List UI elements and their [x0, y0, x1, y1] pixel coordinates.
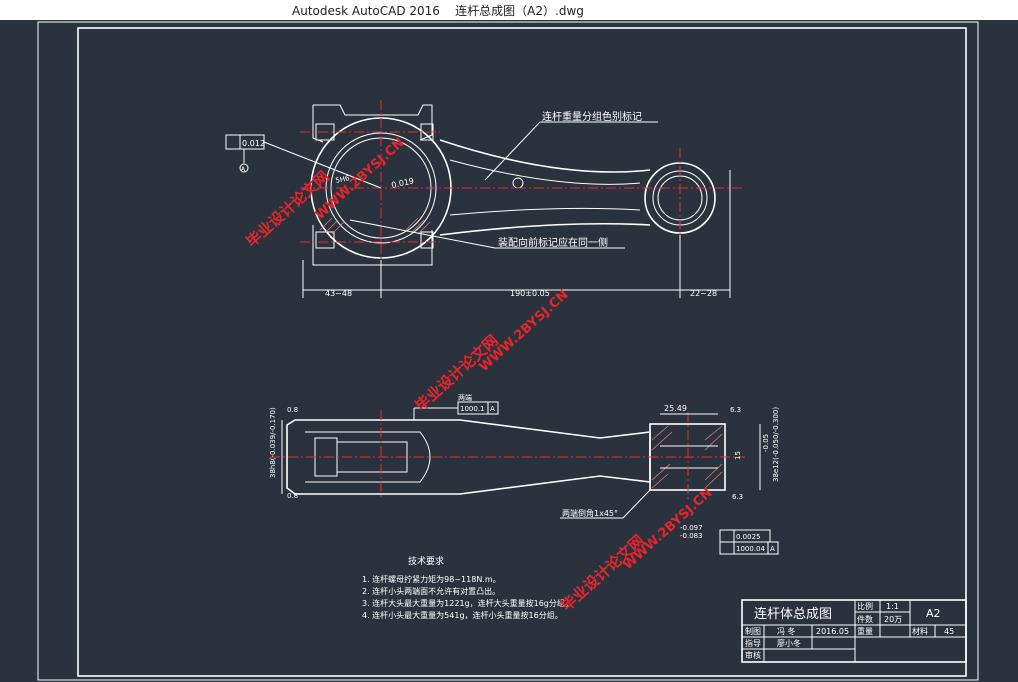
tech-title: 技术要求	[408, 555, 444, 567]
side-view: 1000.1 A 两端 38h8(-0.039/-0.170) 0.8 0.8 …	[269, 393, 780, 555]
watermark-cn-3: 毕业设计论文网	[558, 531, 648, 615]
scale-label: 比例	[857, 601, 873, 611]
tech-item-1: 1. 连杆螺母拧紧力矩为98~118N.m。	[362, 574, 501, 584]
title-block: 连杆体总成图 比例 1:1 件数 20万 A2 重量 材料 45 制图 冯 冬 …	[741, 599, 967, 663]
weight-label: 重量	[857, 626, 873, 636]
label-08-bottom: 0.8	[287, 492, 298, 500]
qty-value: 20万	[884, 615, 902, 624]
tol-perp: 1000.04	[736, 545, 765, 553]
label-08-top: 0.8	[287, 406, 298, 414]
title-bar: Autodesk AutoCAD 2016 连杆总成图（A2）.dwg	[0, 0, 1018, 20]
drawing-name: 连杆体总成图	[754, 606, 832, 622]
dim-right-height: 38e12(-0.050/-0.300)	[772, 407, 780, 482]
drafter-name: 冯 冬	[777, 626, 796, 636]
tech-item-2: 2. 连杆小头两端面不允许有对置凸出。	[362, 586, 500, 596]
note-both-ends: 两端	[458, 393, 472, 402]
drawing-canvas[interactable]: 43~48 190±0.05 22~28 连杆重量分组色别标记 装配向前标记应在…	[0, 20, 1018, 682]
dim-right-tol: -0.05	[762, 434, 770, 452]
material-label: 材料	[912, 626, 928, 636]
tech-item-4: 4. 连杆小头最大重量为541g，连杆小头重量按16分组。	[362, 610, 563, 620]
dim-left: 43~48	[325, 289, 352, 298]
guide-label: 指导	[745, 638, 761, 648]
tech-item-3: 3. 连杆大头最大重量为1221g，连杆大头重量按16g分组。	[362, 598, 573, 608]
dim-right: 22~28	[690, 289, 717, 298]
drafter-label: 制图	[745, 626, 761, 636]
sheet-inner-border	[77, 27, 967, 677]
tol-perp-datum: A	[770, 545, 775, 553]
tol-0083: -0.083	[680, 532, 703, 540]
dim-center: 190±0.05	[510, 289, 550, 298]
dim-width: 25.49	[664, 404, 687, 413]
callout-assembly-direction: 装配向前标记应在同一侧	[498, 236, 608, 249]
label-63-top: 6.3	[730, 406, 741, 414]
dim-left-height: 38h8(-0.039/-0.170)	[269, 407, 277, 478]
tol-frame-left-datum: A	[241, 166, 246, 173]
sheet-outer-border	[37, 21, 979, 681]
label-63-bottom: 6.3	[732, 493, 743, 501]
chamfer-note: 两端倒角1x45°	[562, 508, 618, 518]
cad-drawing: 43~48 190±0.05 22~28 连杆重量分组色别标记 装配向前标记应在…	[37, 21, 979, 681]
guide-name: 廖小冬	[777, 638, 801, 648]
dim-center-small: 15	[734, 451, 742, 460]
tol-frame-top-value: 1000.1	[460, 405, 485, 413]
watermark-url-2: WWW.2BYSJ.CN	[477, 287, 572, 375]
tol-0097: -0.097	[680, 524, 703, 532]
callout-weight-group: 连杆重量分组色别标记	[542, 110, 642, 123]
window-title: Autodesk AutoCAD 2016 连杆总成图（A2）.dwg	[292, 4, 584, 18]
top-view: 43~48 190±0.05 22~28 连杆重量分组色别标记 装配向前标记应在…	[225, 100, 745, 298]
bore-note: 5H6	[335, 174, 351, 185]
sheet-size: A2	[926, 607, 941, 620]
material-value: 45	[944, 627, 954, 636]
tol-frame-left-value: 0.012	[242, 139, 265, 148]
review-label: 审核	[745, 650, 761, 660]
tech-requirements: 技术要求 1. 连杆螺母拧紧力矩为98~118N.m。 2. 连杆小头两端面不允…	[362, 555, 573, 620]
tol-frame-top-datum: A	[490, 405, 495, 413]
qty-label: 件数	[857, 614, 873, 624]
scale-value: 1:1	[886, 602, 899, 611]
tol-parallel: 0.0025	[736, 533, 761, 541]
drawing-date: 2016.05	[816, 627, 849, 636]
